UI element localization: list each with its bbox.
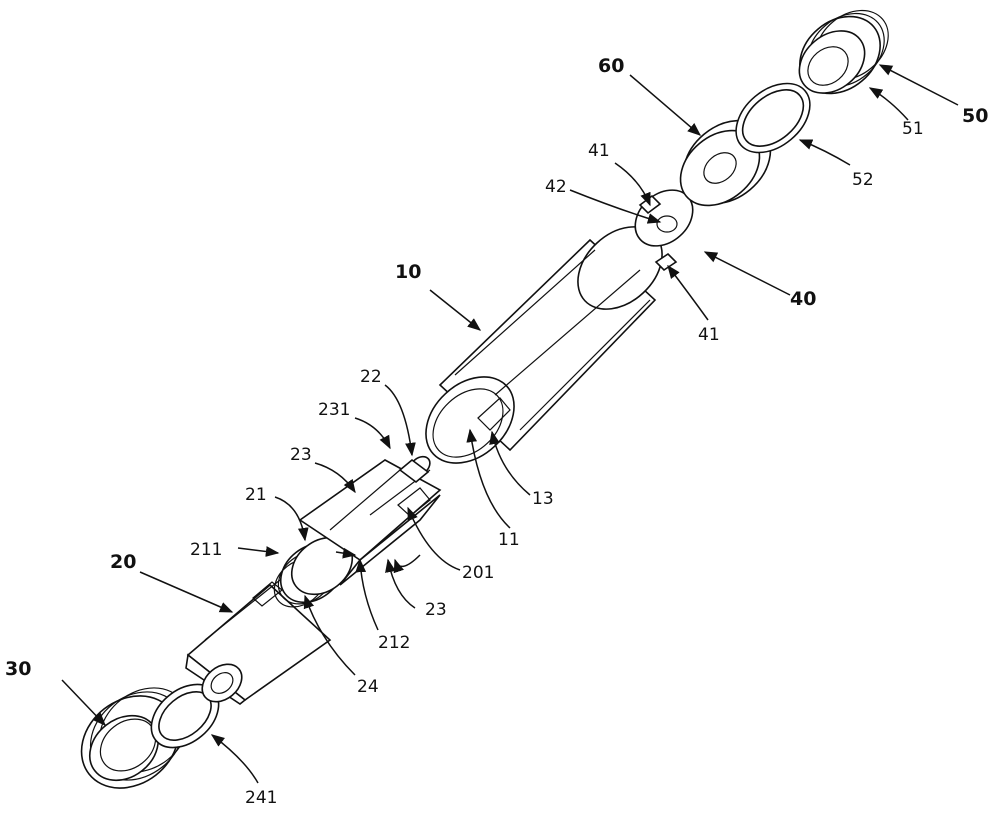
label-40: 40 <box>790 288 816 310</box>
label-10: 10 <box>395 261 421 283</box>
label-212: 212 <box>378 633 410 653</box>
label-24: 24 <box>357 677 379 697</box>
label-241: 241 <box>245 788 277 808</box>
label-201: 201 <box>462 563 494 583</box>
label-41-top: 41 <box>588 141 610 161</box>
label-30: 30 <box>5 658 31 680</box>
part-20-inner-body <box>186 453 440 710</box>
label-41-bottom: 41 <box>698 325 720 345</box>
label-60: 60 <box>598 55 624 77</box>
label-50: 50 <box>962 105 988 127</box>
label-211: 211 <box>190 540 222 560</box>
label-51: 51 <box>902 119 924 139</box>
label-231: 231 <box>318 400 350 420</box>
label-52: 52 <box>852 170 874 190</box>
label-42: 42 <box>545 177 567 197</box>
part-10-sleeve <box>409 210 678 480</box>
label-13: 13 <box>532 489 554 509</box>
label-11: 11 <box>498 530 520 550</box>
label-23-bottom: 23 <box>425 600 447 620</box>
label-22: 22 <box>360 367 382 387</box>
label-21: 21 <box>245 485 267 505</box>
label-20: 20 <box>110 551 136 573</box>
label-23-top: 23 <box>290 445 312 465</box>
